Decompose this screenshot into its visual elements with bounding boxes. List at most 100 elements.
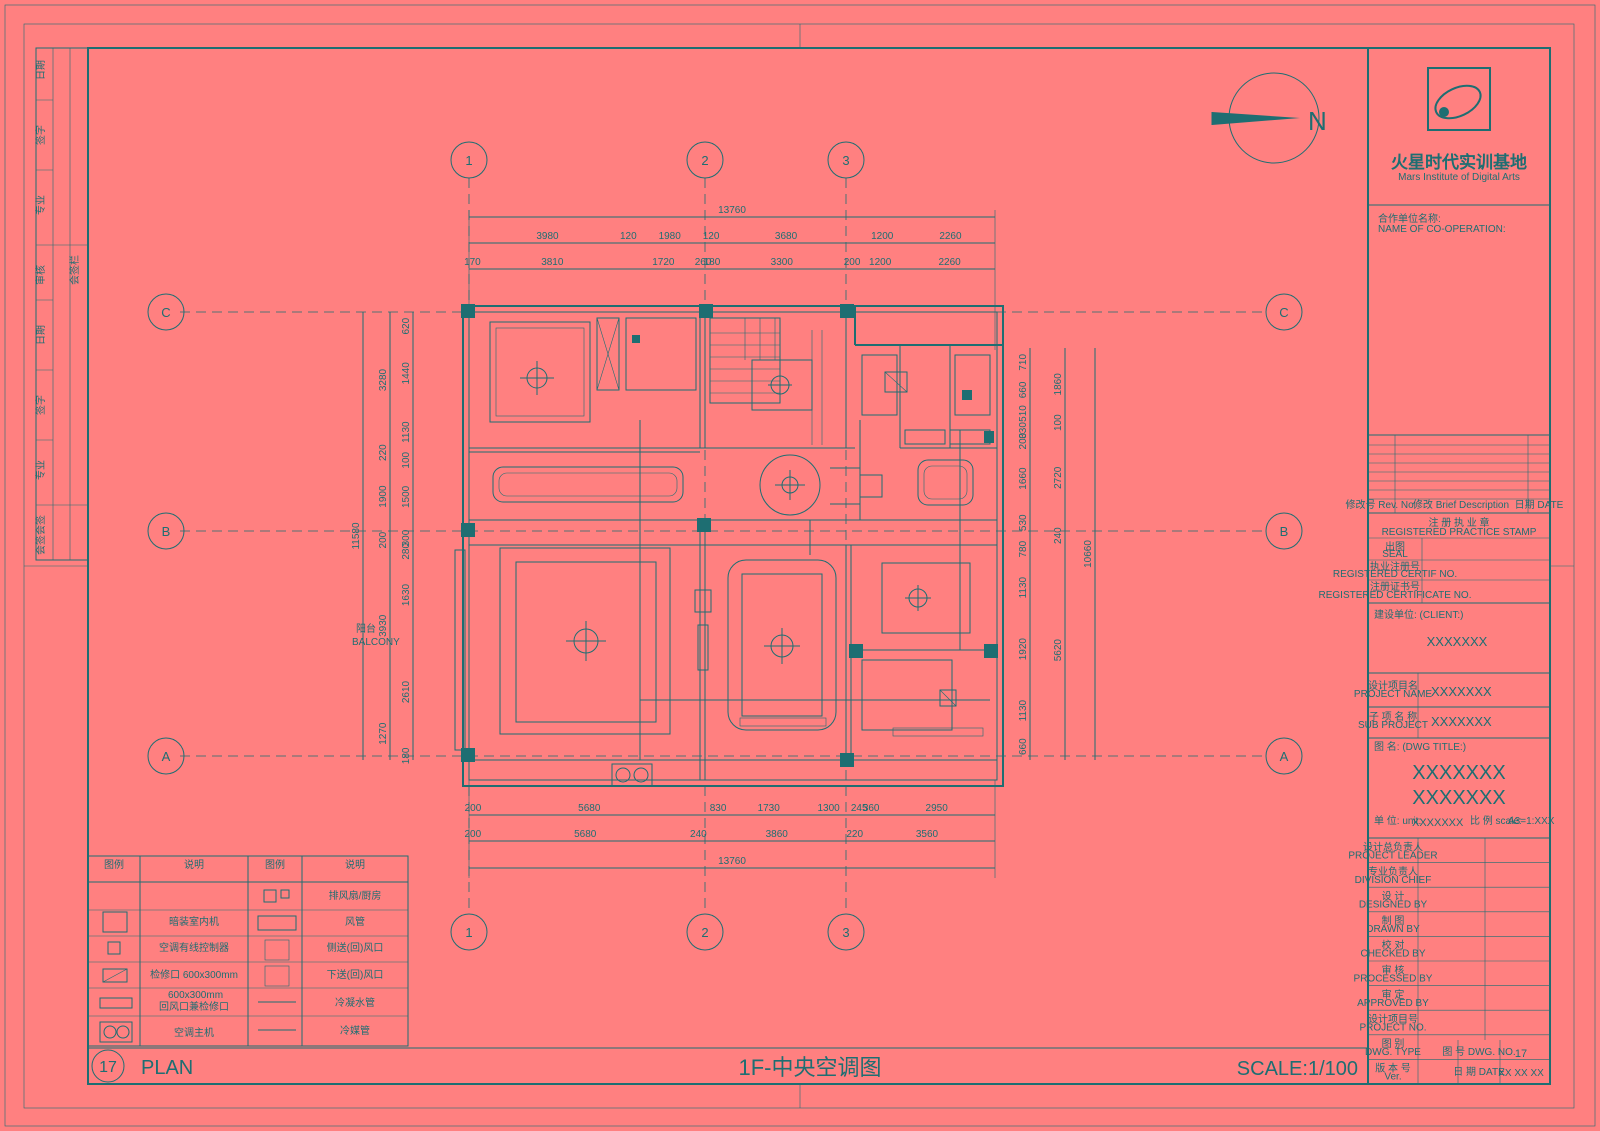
legend-header: 图例 [104,858,124,871]
dimension-label: 1730 [758,803,781,814]
strip-label: 专业 [34,460,47,480]
sheet-border [4,4,1596,1127]
dimension-label: 1500 [401,485,412,508]
role-label-cn: 图 别 [1382,1038,1405,1050]
legend-item: 排风扇/厨房 [329,889,382,902]
dimension-label: 180 [401,747,412,764]
dimension-label: 260 [695,257,712,268]
legend-item: 下送(回)风口 [327,968,384,981]
role-label-cn: 设 计 [1382,890,1405,903]
unit-label: 单 位: unit: [1374,814,1421,827]
sub-project-label-cn: 子 项 名 称 [1369,710,1417,723]
company-name-cn: 火星时代实训基地 [1391,152,1527,172]
legend-header: 图例 [265,858,285,871]
dimension-label: 620 [401,317,412,334]
dwg-no-label: 图 号 DWG. NO. [1442,1046,1515,1058]
scale-label: 比 例 scale: [1470,814,1522,827]
strip-label: 专业 [34,195,47,215]
date-value: XX XX XX [1498,1068,1544,1079]
legend-item: 空调有线控制器 [159,941,229,954]
reg-stamp-cn: 注 册 执 业 章 [1428,516,1489,529]
strip-label: 日期 [35,325,47,345]
side-diffuser-icon [264,939,290,961]
dimension-label: 3280 [378,368,389,391]
svg-text:B: B [1280,524,1289,539]
dimension-label: 1900 [378,485,389,508]
role-label-en: PROJECT NO. [1359,1023,1426,1034]
role-label-en: PROJECT LEADER [1348,850,1437,861]
strip-label: 日期 [35,60,47,80]
legend-header: 说明 [345,858,365,871]
dimension-label: 2260 [939,231,962,242]
legend-item: 侧送(回)风口 [327,941,384,954]
drawing-title: 1F-中央空调图 [738,1055,881,1080]
role-label-en: CHECKED BY [1360,949,1425,960]
role-label-cn: 审 核 [1382,963,1405,976]
dimension-label: 1920 [1018,638,1029,661]
client-label: 建设单位: (CLIENT:) [1374,608,1463,621]
role-label-en: DESIGNED BY [1359,900,1428,911]
rev-date-label: 日期 DATE [1515,499,1564,511]
dimension-label: 100 [401,451,412,468]
legend-item: 暗装室内机 [169,915,219,928]
dimension-total: 13760 [718,205,746,216]
coop-label-en: NAME OF CO-OPERATION: [1378,224,1506,235]
client-value: XXXXXXX [1427,634,1488,649]
dwg-title-line-1: XXXXXXX [1412,762,1505,784]
dimension-label: 3300 [771,257,794,268]
dimension-label: 5680 [578,803,601,814]
reg-cert-en: REGISTERED CERTIF NO. [1333,569,1457,580]
dimension-label: 5680 [574,829,597,840]
rev-no-label: 修改号 Rev. No. [1346,498,1417,511]
legend-header: 说明 [184,858,204,871]
duct-icon [257,915,297,931]
dimension-label: 200 [844,257,861,268]
dimension-label: 170 [464,257,481,268]
project-label-cn: 设计项目名 [1368,679,1418,692]
dimension-label: 1130 [401,421,412,443]
dimension-label: 300 [401,529,412,546]
company-name-en: Mars Institute of Digital Arts [1398,172,1520,183]
dimension-label: 1130 [1018,576,1029,598]
role-label-cn: 设计总负责人 [1363,840,1423,853]
dimension-label: 780 [1018,540,1029,557]
dimension-total: 11580 [351,522,362,550]
grid-bubble-A-left: A [147,737,185,775]
svg-text:3: 3 [842,925,849,940]
role-label-en: DIVISION CHIEF [1355,875,1432,886]
dimension-label: 3560 [916,829,939,840]
dimension-total: 10660 [1083,540,1094,568]
dimension-label: 100 [1053,414,1064,431]
dimension-label: 1130 [1018,699,1029,721]
dimension-label: 830 [710,803,727,814]
unit-value: XXXXXXX [1412,817,1464,829]
dimension-label: 245 [851,803,868,814]
grid-bubble-1-top: 1 [450,141,488,179]
dimension-label: 280 [401,543,412,560]
ac-host-icon [99,1021,133,1043]
sub-project-value: XXXXXXX [1431,714,1492,729]
north-arrow: N [1211,72,1327,164]
grid-bubbles: 1 2 3 1 2 3 C B A C B A [147,141,1303,951]
dimension-label: 200 [465,803,482,814]
balcony-label-en: BALCONY [352,637,400,648]
coop-label-cn: 合作单位名称: [1378,212,1441,225]
strip-label: 会签会签 [34,515,47,555]
sub-project-label-en: SUB PROJECT [1358,720,1428,731]
role-label-cn: 校 对 [1382,939,1405,952]
grid-bubble-2-bottom: 2 [686,913,724,951]
role-label-en: APPROVED BY [1357,998,1429,1009]
dimension-label: 200 [1018,432,1029,449]
dimension-label: 1270 [378,722,389,745]
role-label-cn: 专业负责人 [1368,865,1418,878]
dwg-no-value: 17 [1515,1048,1527,1060]
dimension-label: 1980 [659,231,682,242]
left-signature-strip: 日期 签字 专业 审核 会签栏 日期 签字 专业 会签会签 [34,47,89,561]
svg-text:A: A [1280,749,1289,764]
dimension-label: 120 [620,231,637,242]
dimension-label: 330 [1018,422,1029,439]
reg-stamp-en: REGISTERED PRACTICE STAMP [1382,527,1537,538]
